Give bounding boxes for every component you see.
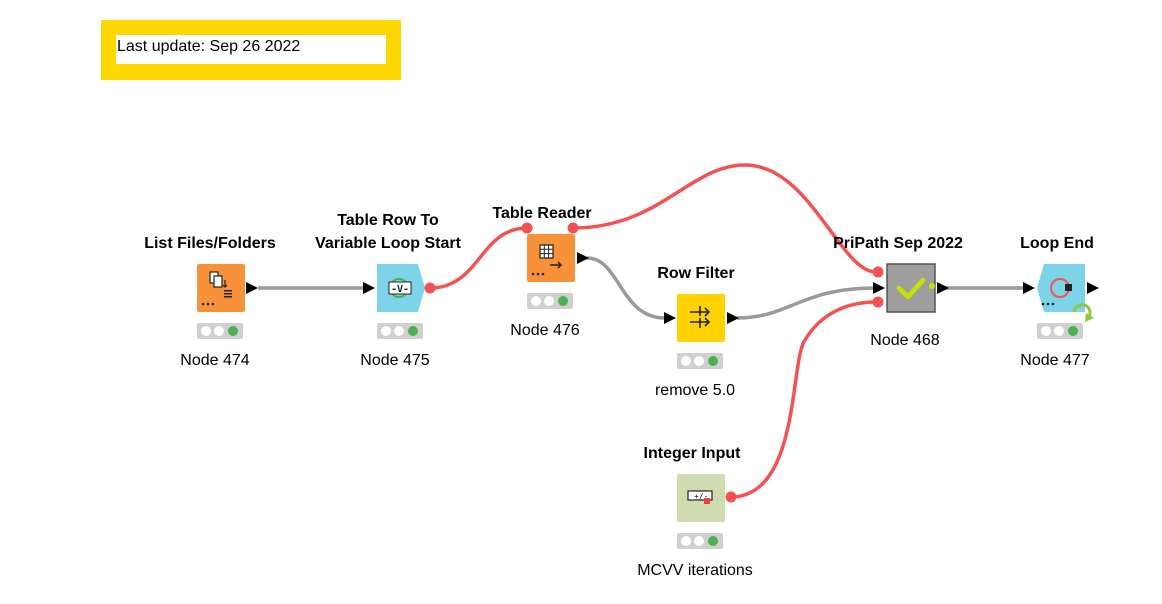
variable-outport-integer[interactable] xyxy=(725,491,737,503)
node-row-filter[interactable] xyxy=(677,294,739,342)
node-title-pripath: PriPath Sep 2022 xyxy=(833,235,963,252)
inport-arrow-rowfilter[interactable] xyxy=(664,312,676,324)
outport-476[interactable] xyxy=(577,252,589,264)
connection-rowfilter-468[interactable] xyxy=(736,286,877,320)
refresh-icon xyxy=(1072,303,1094,322)
node-loop-start[interactable]: -V- xyxy=(377,264,436,312)
status-traffic-light-476 xyxy=(527,293,573,309)
workflow-annotation[interactable]: Last update: Sep 26 2022 xyxy=(101,20,401,80)
node-title-loop-start-line1: Table Row To xyxy=(337,212,439,229)
variable-loop-icon: -V- xyxy=(388,278,412,298)
node-caption-476: Node 476 xyxy=(510,322,580,339)
node-title-list-files: List Files/Folders xyxy=(144,235,276,252)
variable-outport-476[interactable] xyxy=(567,222,579,234)
variable-inport-476[interactable] xyxy=(521,222,533,234)
annotation-text: Last update: Sep 26 2022 xyxy=(117,38,301,55)
variable-connection-integer-468[interactable] xyxy=(730,300,877,499)
outport-477[interactable] xyxy=(1087,282,1099,294)
node-caption-474: Node 474 xyxy=(180,352,250,369)
annotation-text-box: Last update: Sep 26 2022 xyxy=(116,35,386,64)
node-caption-475: Node 475 xyxy=(360,352,430,369)
variable-inport-468-top[interactable] xyxy=(872,266,884,278)
inport-arrow-468[interactable] xyxy=(873,282,885,294)
node-caption-468: Node 468 xyxy=(870,332,940,349)
dots-icon xyxy=(1041,302,1055,306)
table-icon xyxy=(539,244,563,269)
inport-arrow-475[interactable] xyxy=(363,282,375,294)
node-title-row-filter: Row Filter xyxy=(657,265,735,282)
outport-474[interactable] xyxy=(246,282,258,294)
integer-input-icon: +/- xyxy=(687,490,713,504)
status-traffic-light-477 xyxy=(1037,323,1083,339)
node-caption-477: Node 477 xyxy=(1020,352,1090,369)
variable-outport-475[interactable] xyxy=(424,282,436,294)
node-loop-end[interactable] xyxy=(1037,264,1099,322)
node-caption-integer: MCVV iterations xyxy=(637,562,753,579)
connection-476-rowfilter[interactable] xyxy=(586,256,666,320)
node-list-files[interactable] xyxy=(197,264,258,312)
status-traffic-light-integer xyxy=(677,533,723,549)
node-caption-rowfilter: remove 5.0 xyxy=(654,382,736,399)
checkmark-icon xyxy=(896,277,926,300)
status-traffic-light-474 xyxy=(197,323,243,339)
node-integer-input[interactable]: +/- xyxy=(677,474,737,522)
inport-arrow-477[interactable] xyxy=(1023,282,1035,294)
variable-inport-468-bottom[interactable] xyxy=(872,296,884,308)
variable-connection-475-476[interactable] xyxy=(429,226,528,290)
node-title-loop-end: Loop End xyxy=(1020,235,1094,252)
outport-468[interactable] xyxy=(937,282,949,294)
status-dot-468 xyxy=(929,283,935,289)
variable-connection-476-468[interactable] xyxy=(572,163,877,274)
filter-icon xyxy=(690,306,711,328)
node-table-reader[interactable] xyxy=(521,222,590,283)
dots-icon xyxy=(201,302,215,306)
status-traffic-light-475 xyxy=(377,323,423,339)
node-title-table-reader: Table Reader xyxy=(492,205,592,222)
files-icon xyxy=(209,271,232,298)
outport-rowfilter[interactable] xyxy=(727,312,739,324)
svg-text:-V-: -V- xyxy=(391,284,409,295)
node-title-integer-input: Integer Input xyxy=(643,445,741,462)
node-pripath[interactable] xyxy=(872,263,950,313)
dots-icon xyxy=(531,272,545,276)
node-title-loop-start-line2: Variable Loop Start xyxy=(315,235,461,252)
svg-text:+/-: +/- xyxy=(694,492,708,501)
status-traffic-light-rowfilter xyxy=(677,353,723,369)
